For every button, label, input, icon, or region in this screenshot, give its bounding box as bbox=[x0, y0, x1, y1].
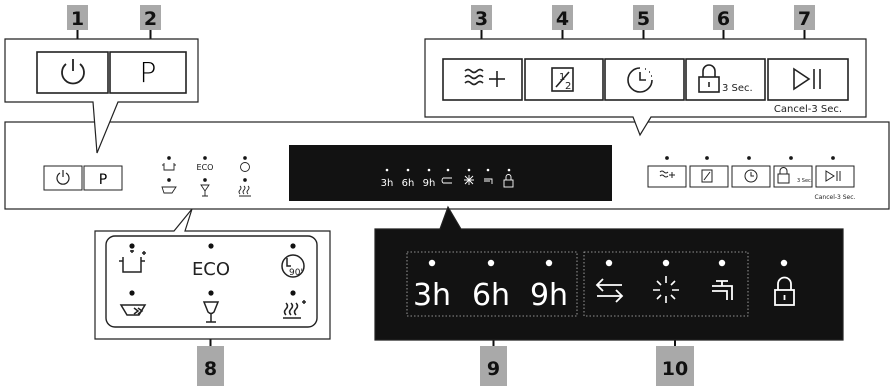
svg-text:6h: 6h bbox=[402, 178, 415, 189]
callout-6: 6 bbox=[713, 5, 734, 30]
callout-4: 4 bbox=[552, 5, 573, 30]
svg-text:10: 10 bbox=[662, 358, 688, 380]
svg-text:P: P bbox=[99, 172, 107, 188]
program-indicator-leds bbox=[129, 243, 296, 296]
child-lock-hold-label: 3 Sec. bbox=[722, 83, 753, 94]
program-indicator-panel bbox=[105, 235, 318, 328]
svg-text:2: 2 bbox=[565, 81, 571, 92]
steam-sanitize-icon bbox=[283, 300, 306, 319]
svg-text:3: 3 bbox=[475, 8, 488, 30]
water-supply-icon bbox=[712, 280, 733, 300]
prewash-icon bbox=[119, 304, 147, 316]
callout-2: 2 bbox=[140, 5, 161, 30]
power-icon bbox=[61, 59, 85, 85]
svg-text:9: 9 bbox=[487, 358, 500, 380]
callout-5: 5 bbox=[633, 5, 654, 30]
eco-indicator: ECO bbox=[192, 259, 230, 280]
delay-start-button[interactable] bbox=[604, 58, 685, 101]
svg-text:1: 1 bbox=[71, 8, 84, 30]
callout-1: 1 bbox=[67, 5, 88, 30]
callout-8: 8 bbox=[197, 346, 224, 386]
svg-text:5: 5 bbox=[637, 8, 650, 30]
half-load-icon: 1 2 bbox=[551, 67, 574, 92]
strip-display-content: 3h 6h 9h bbox=[381, 168, 514, 189]
strip-program-indicators: ECO bbox=[161, 156, 251, 197]
extra-rinse-button[interactable] bbox=[442, 58, 523, 101]
svg-text:2: 2 bbox=[144, 8, 157, 30]
status-group-box bbox=[583, 251, 749, 317]
svg-text:9h: 9h bbox=[423, 178, 436, 189]
callout-10: 10 bbox=[656, 346, 694, 386]
delay-3h: 3h bbox=[413, 278, 451, 313]
svg-text:7: 7 bbox=[798, 8, 811, 30]
rinse-cycle-icon bbox=[595, 278, 624, 303]
start-pause-button[interactable] bbox=[767, 58, 849, 101]
child-lock-button[interactable]: 3 Sec. bbox=[685, 58, 766, 101]
strip-child-lock-note: 3 Sec. bbox=[797, 178, 813, 184]
svg-text:P: P bbox=[140, 56, 157, 89]
power-button[interactable] bbox=[36, 51, 109, 94]
child-lock-icon bbox=[698, 64, 720, 93]
callout-7: 7 bbox=[794, 5, 815, 30]
svg-text:3h: 3h bbox=[381, 178, 394, 189]
pots-pans-icon bbox=[119, 250, 146, 273]
display-leds bbox=[428, 259, 788, 267]
svg-text:8: 8 bbox=[204, 358, 217, 380]
rinse-aid-icon bbox=[653, 276, 679, 303]
lock-icon bbox=[774, 276, 795, 306]
strip-program-button[interactable]: P bbox=[83, 165, 123, 191]
program-button[interactable]: P bbox=[109, 51, 187, 94]
cancel-hold-label: Cancel-3 Sec. bbox=[774, 104, 842, 115]
quick-90-label: 90' bbox=[289, 268, 303, 278]
start-pause-icon bbox=[793, 67, 821, 91]
strip-power-button[interactable] bbox=[43, 165, 83, 191]
delay-group-box bbox=[406, 251, 578, 317]
strip-display bbox=[289, 145, 612, 201]
svg-text:6: 6 bbox=[717, 8, 730, 30]
strip-cancel-note: Cancel-3 Sec. bbox=[815, 194, 856, 201]
delay-timer-icon bbox=[627, 67, 653, 93]
zoom-display bbox=[374, 205, 844, 341]
svg-text:1: 1 bbox=[559, 72, 565, 83]
quick-90-icon bbox=[281, 254, 305, 278]
svg-text:ECO: ECO bbox=[197, 163, 214, 172]
strip-right-buttons[interactable] bbox=[647, 156, 855, 188]
svg-text:4: 4 bbox=[556, 8, 569, 30]
callout-3: 3 bbox=[471, 5, 492, 30]
glass-icon bbox=[202, 301, 220, 323]
callout-9: 9 bbox=[480, 346, 507, 386]
half-load-button[interactable]: 1 2 bbox=[524, 58, 604, 101]
delay-9h: 9h bbox=[530, 278, 568, 313]
extra-rinse-icon bbox=[464, 68, 505, 87]
delay-6h: 6h bbox=[472, 278, 510, 313]
